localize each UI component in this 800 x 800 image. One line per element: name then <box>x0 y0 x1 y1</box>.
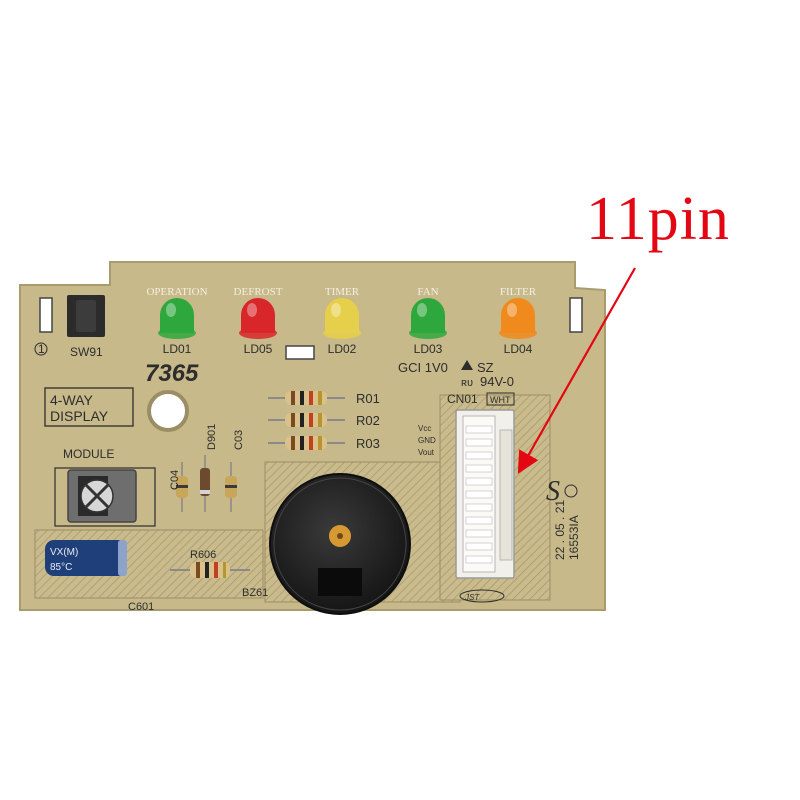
led-top-label: OPERATION <box>146 286 207 298</box>
connector-pin <box>465 464 493 473</box>
sz-text: SZ <box>477 360 494 375</box>
capacitor-c601-label: C601 <box>128 601 154 613</box>
diode-d901 <box>200 455 210 512</box>
connector-pin <box>465 555 493 564</box>
led-top-label: DEFROST <box>234 286 283 298</box>
pin-label-vcc: Vcc <box>418 424 431 433</box>
led-id-label: LD05 <box>244 342 273 356</box>
cap-label-c04: C04 <box>169 470 181 490</box>
display-label-line2: DISPLAY <box>50 408 109 424</box>
date-code: 22 . 05 . 21 <box>553 500 567 560</box>
led-ld02 <box>323 298 361 339</box>
part-number: 7365 <box>145 360 199 387</box>
resistor-r01 <box>268 391 345 405</box>
led-id-label: LD02 <box>328 342 357 356</box>
connector-pin <box>465 451 493 460</box>
connector-pin <box>465 516 493 525</box>
ul-mark-icon: ʀᴜ <box>461 377 473 389</box>
led-top-label: TIMER <box>325 286 360 298</box>
tactile-switch <box>67 295 105 337</box>
ir-receiver-module <box>54 467 156 527</box>
mounting-slot-left <box>39 297 53 333</box>
connector-cn01-11pin <box>455 409 515 579</box>
resistor-r606 <box>170 562 250 578</box>
buzzer-label: BZ61 <box>242 587 268 599</box>
board-id: 16553IA <box>567 515 581 560</box>
connector-pin <box>465 477 493 486</box>
capacitor-c03 <box>225 462 237 512</box>
display-label-line1: 4-WAY <box>50 392 93 408</box>
resistor-r606-label: R606 <box>190 549 216 561</box>
connector-pin <box>465 542 493 551</box>
center-slot <box>285 345 315 360</box>
resistor-label: R03 <box>356 436 380 451</box>
resistor-label: R02 <box>356 413 380 428</box>
resistor-r03 <box>268 436 345 450</box>
led-ld05 <box>239 298 277 339</box>
rating-text: 94V-0 <box>480 374 514 389</box>
connector-label: CN01 <box>447 392 478 406</box>
manufacturer-logo-icon: S <box>546 476 560 507</box>
connector-pin <box>465 438 493 447</box>
pin-label-vout: Vout <box>418 448 435 457</box>
mounting-slot-right <box>569 297 583 333</box>
callout-label: 11pin <box>586 185 730 253</box>
switch-label: SW91 <box>70 345 103 359</box>
cap-marking-1: VX(M) <box>50 547 78 558</box>
capacitor-c04 <box>176 462 188 512</box>
led-id-label: LD01 <box>163 342 192 356</box>
resistor-label: R01 <box>356 391 380 406</box>
mounting-hole <box>147 390 189 432</box>
led-ld04 <box>499 298 537 339</box>
cert-text: GCI 1V0 <box>398 360 448 375</box>
module-label: MODULE <box>63 447 114 461</box>
connector-pin <box>465 425 493 434</box>
led-row: OPERATION LD01 DEFROST LD05 TIMER LD02 FAN LD03… <box>146 286 537 356</box>
resistor-r02 <box>268 413 345 427</box>
connector-pin <box>465 490 493 499</box>
connector-pin <box>465 503 493 512</box>
connector-pin <box>465 529 493 538</box>
diode-label: D901 <box>206 424 218 450</box>
pin-label-gnd: GND <box>418 436 436 445</box>
buzzer <box>269 473 411 615</box>
circle-mark: 1 <box>38 342 45 356</box>
connector-tag: WHT <box>490 395 511 405</box>
led-top-label: FILTER <box>500 286 537 298</box>
callout-arrow <box>517 267 636 474</box>
cap-marking-2: 85°C <box>50 562 72 573</box>
cap-label-c03: C03 <box>233 430 245 450</box>
led-id-label: LD03 <box>414 342 443 356</box>
electrolytic-capacitor: VX(M) 85°C <box>45 540 127 576</box>
led-ld01 <box>158 298 196 339</box>
led-ld03 <box>409 298 447 339</box>
led-id-label: LD04 <box>504 342 533 356</box>
led-top-label: FAN <box>417 286 438 298</box>
connector-brand: JST <box>464 593 480 602</box>
